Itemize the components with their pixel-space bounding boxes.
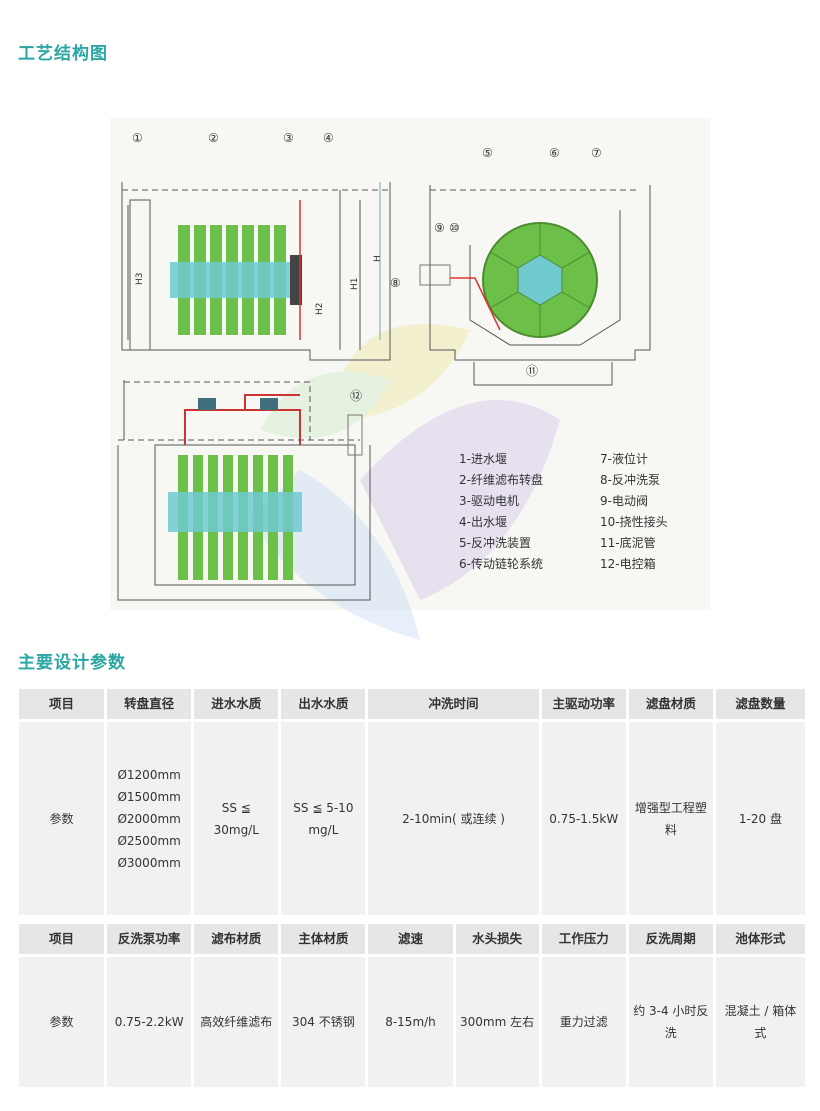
header-cell: 工作压力 [541, 924, 626, 954]
filter-disc-array-side [170, 200, 302, 340]
header-cell: 滤盘材质 [628, 689, 713, 719]
header-cell: 滤速 [368, 924, 453, 954]
table-cell: 0.75-2.2kW [107, 957, 192, 1087]
header-cell: 主体材质 [281, 924, 366, 954]
legend-item: 6-传动链轮系统 [459, 557, 543, 571]
end-view [429, 185, 651, 386]
callout-4: ④ [323, 131, 334, 145]
table-cell: 约 3-4 小时反洗 [628, 957, 713, 1087]
dim-h2: H2 [315, 303, 325, 316]
outflow-quality-cell: SS ≦ 5-10 mg/L [281, 722, 366, 915]
header-cell: 转盘直径 [107, 689, 192, 719]
dim-h1: H1 [350, 278, 360, 291]
callout-1: ① [132, 131, 143, 145]
callout-9: ⑨ [434, 221, 445, 235]
table-header-row: 项目 反洗泵功率 滤布材质 主体材质 滤速 水头损失 工作压力 反洗周期 池体形… [19, 924, 805, 954]
legend-item: 10-挠性接头 [600, 515, 668, 529]
header-cell: 冲洗时间 [368, 689, 539, 719]
legend-item: 4-出水堰 [459, 515, 507, 529]
legend-item: 7-液位计 [600, 452, 648, 466]
disc-count-cell: 1-20 盘 [715, 722, 805, 915]
table-cell: 8-15m/h [368, 957, 453, 1087]
disc-diameter-cell: Ø1200mm Ø1500mm Ø2000mm Ø2500mm Ø3000mm [107, 722, 192, 915]
legend-item: 12-电控箱 [600, 557, 656, 571]
design-params-table-1: 项目 转盘直径 进水水质 出水水质 冲洗时间 主驱动功率 滤盘材质 滤盘数量 参… [16, 686, 808, 918]
design-params-table-2: 项目 反洗泵功率 滤布材质 主体材质 滤速 水头损失 工作压力 反洗周期 池体形… [16, 921, 808, 1090]
table-cell: 重力过滤 [541, 957, 626, 1087]
legend-item: 1-进水堰 [459, 452, 507, 466]
disc-material-cell: 增强型工程塑料 [628, 722, 713, 915]
diameter-value: Ø2500mm [117, 833, 181, 848]
header-cell: 进水水质 [194, 689, 279, 719]
table-cell: 300mm 左右 [455, 957, 539, 1087]
plan-view [117, 380, 371, 601]
callout-3: ③ [283, 131, 294, 145]
header-cell: 反洗周期 [628, 924, 713, 954]
dim-h3: H3 [135, 273, 145, 286]
drive-power-cell: 0.75-1.5kW [541, 722, 626, 915]
header-cell: 池体形式 [715, 924, 805, 954]
filter-disc-array-plan [168, 394, 302, 580]
process-structure-diagram: ① ② ③ ④ ⑤ ⑥ ⑦ ⑧ ⑨ ⑩ ⑪ ⑫ H3 H2 H1 H [110, 118, 710, 640]
diameter-value: Ø1200mm [117, 767, 181, 782]
header-cell: 反洗泵功率 [107, 924, 192, 954]
legend-column-left: 1-进水堰 2-纤维滤布转盘 3-驱动电机 4-出水堰 5-反冲洗装置 6-传动… [459, 449, 609, 575]
row-label: 参数 [19, 722, 105, 915]
row-label: 参数 [19, 957, 105, 1087]
callout-10: ⑩ [449, 221, 460, 235]
callout-2: ② [208, 131, 219, 145]
legend-item: 8-反冲洗泵 [600, 473, 660, 487]
callout-7: ⑦ [591, 146, 602, 160]
inflow-quality-cell: SS ≦ 30mg/L [194, 722, 279, 915]
header-cell: 主驱动功率 [541, 689, 626, 719]
table-cell: 304 不锈钢 [281, 957, 366, 1087]
diameter-value: Ø2000mm [117, 811, 181, 826]
legend-item: 11-底泥管 [600, 536, 656, 550]
section-title-structure: 工艺结构图 [18, 44, 108, 64]
header-cell: 项目 [19, 924, 105, 954]
callout-6: ⑥ [549, 146, 560, 160]
table-header-row: 项目 转盘直径 进水水质 出水水质 冲洗时间 主驱动功率 滤盘材质 滤盘数量 [19, 689, 805, 719]
callout-5: ⑤ [482, 146, 493, 160]
legend-item: 5-反冲洗装置 [459, 536, 531, 550]
table-cell: 混凝土 / 箱体式 [715, 957, 805, 1087]
header-cell: 项目 [19, 689, 105, 719]
side-view [121, 182, 391, 361]
header-cell: 滤布材质 [194, 924, 279, 954]
diameter-value: Ø3000mm [117, 855, 181, 870]
filter-disc-front [419, 222, 598, 338]
callout-8: ⑧ [390, 276, 401, 290]
header-cell: 滤盘数量 [715, 689, 805, 719]
diameter-value: Ø1500mm [117, 789, 181, 804]
callout-12: ⑫ [350, 389, 362, 403]
flush-time-cell: 2-10min( 或连续 ) [368, 722, 539, 915]
dim-h: H [373, 255, 383, 262]
table-row: 参数 Ø1200mm Ø1500mm Ø2000mm Ø2500mm Ø3000… [19, 722, 805, 915]
callout-11: ⑪ [526, 364, 538, 378]
legend-item: 9-电动阀 [600, 494, 648, 508]
legend-column-right: 7-液位计 8-反冲洗泵 9-电动阀 10-挠性接头 11-底泥管 12-电控箱 [600, 449, 750, 575]
legend-item: 3-驱动电机 [459, 494, 519, 508]
header-cell: 出水水质 [281, 689, 366, 719]
header-cell: 水头损失 [455, 924, 539, 954]
section-title-params: 主要设计参数 [18, 653, 126, 673]
table-cell: 高效纤维滤布 [194, 957, 279, 1087]
legend-item: 2-纤维滤布转盘 [459, 473, 543, 487]
table-row: 参数 0.75-2.2kW 高效纤维滤布 304 不锈钢 8-15m/h 300… [19, 957, 805, 1087]
